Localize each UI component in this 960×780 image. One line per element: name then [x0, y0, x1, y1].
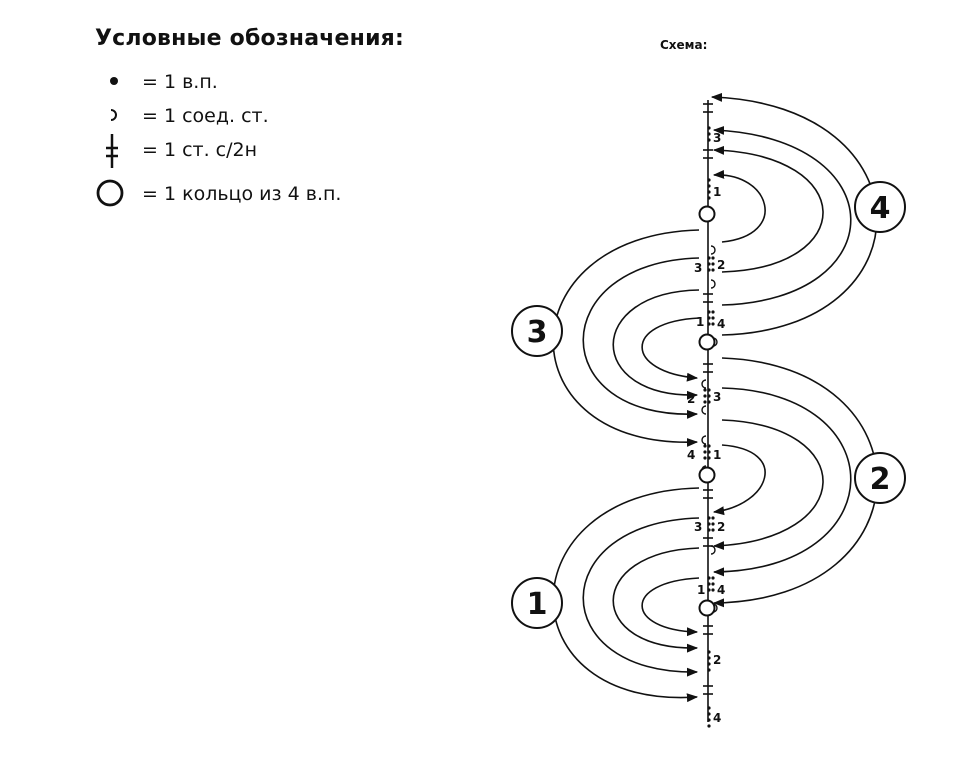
stitch-number: 4: [713, 711, 721, 725]
stitch-number: 3: [713, 131, 721, 145]
row-label-1: 1: [511, 577, 563, 629]
stitch-number: 2: [717, 258, 725, 272]
stitch-number: 1: [696, 315, 704, 329]
legend-text-slip: = 1 соед. ст.: [142, 105, 269, 127]
row-label-text: 3: [527, 315, 548, 350]
ring-circle-icon: [96, 179, 124, 207]
chain-stitch-dots: [703, 126, 715, 728]
row-label-3: 3: [511, 305, 563, 357]
legend-text-ring: = 1 кольцо из 4 в.п.: [142, 183, 342, 205]
stitch-number: 4: [717, 317, 725, 331]
slip-stitch-arcs: [701, 245, 718, 613]
row-label-text: 2: [870, 462, 891, 497]
stitch-number: 2: [717, 520, 725, 534]
ring-circle-icon: [698, 205, 716, 223]
stitch-number: 1: [697, 583, 705, 597]
stitch-number: 3: [694, 261, 702, 275]
row-label-text: 1: [527, 587, 548, 622]
row-label-4: 4: [854, 181, 906, 233]
chain-stitch-dot-icon: [110, 77, 118, 85]
stitch-number: 3: [694, 520, 702, 534]
stitch-number: 1: [713, 185, 721, 199]
double-crochet-icon: [106, 134, 118, 168]
stitch-number: 1: [713, 448, 721, 462]
stitch-number: 3: [713, 390, 721, 404]
ring-circle-icon: [698, 466, 716, 484]
stitch-number: 4: [687, 448, 695, 462]
legend-text-dc: = 1 ст. с/2н: [142, 139, 258, 161]
legend-title: Условные обозначения:: [95, 26, 405, 51]
slip-stitch-arc-icon: [110, 109, 117, 121]
stitch-number: 2: [713, 653, 721, 667]
stitch-number: 4: [717, 583, 725, 597]
ring-circle-icon: [698, 599, 716, 617]
stitch-numbers: 3 1 3 2 1 4 2 3 4 1 3 2 1 4 2 4: [687, 131, 725, 725]
stitch-ticks: [703, 103, 713, 695]
scheme-title: Схема:: [660, 38, 708, 52]
legend-text-chain: = 1 в.п.: [142, 71, 218, 93]
ring-circle-icon: [698, 333, 716, 351]
row-label-text: 4: [870, 191, 891, 226]
row-label-2: 2: [854, 452, 906, 504]
stitch-number: 2: [687, 392, 695, 406]
rings: [698, 205, 716, 617]
